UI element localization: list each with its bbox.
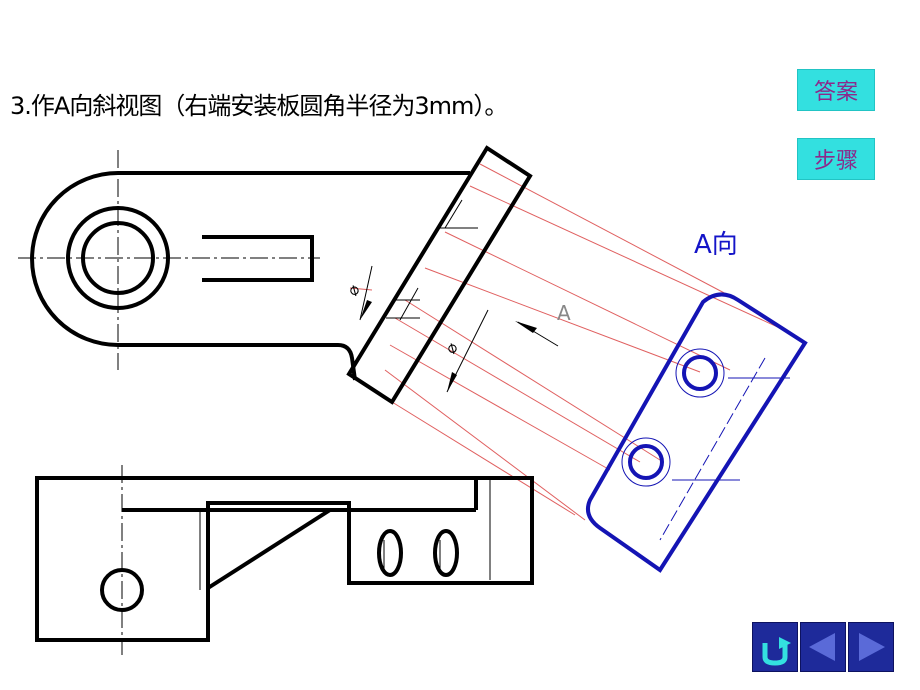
page-title: 3.作A向斜视图（右端安装板圆角半径为3mm）。 [10, 92, 508, 120]
previous-button[interactable] [800, 622, 846, 672]
front-view [30, 145, 533, 405]
steps-button[interactable]: 步骤 [797, 138, 875, 180]
dimension-arrow-right [447, 372, 457, 392]
oblique-view-thin-lines [621, 348, 790, 541]
top-view-thin-lines [121, 465, 491, 655]
dimension-symbol-1: ⌀ [342, 281, 363, 299]
dimension-symbol-2: ⌀ [440, 339, 461, 357]
next-button[interactable] [848, 622, 894, 672]
view-direction-letter: A [557, 301, 571, 325]
top-view [35, 476, 534, 642]
view-direction-arrow [515, 321, 537, 333]
dimension-arrow-left [360, 300, 372, 320]
projection-lines [349, 163, 796, 521]
front-view-thin-lines [18, 150, 559, 393]
return-arrow-icon [762, 637, 791, 666]
triangle-left-icon [809, 633, 835, 661]
oblique-view-a [586, 292, 808, 573]
view-direction-label: A向 [694, 230, 738, 260]
triangle-right-icon [859, 633, 885, 661]
return-button[interactable] [752, 622, 798, 672]
answer-button[interactable]: 答案 [797, 69, 875, 111]
